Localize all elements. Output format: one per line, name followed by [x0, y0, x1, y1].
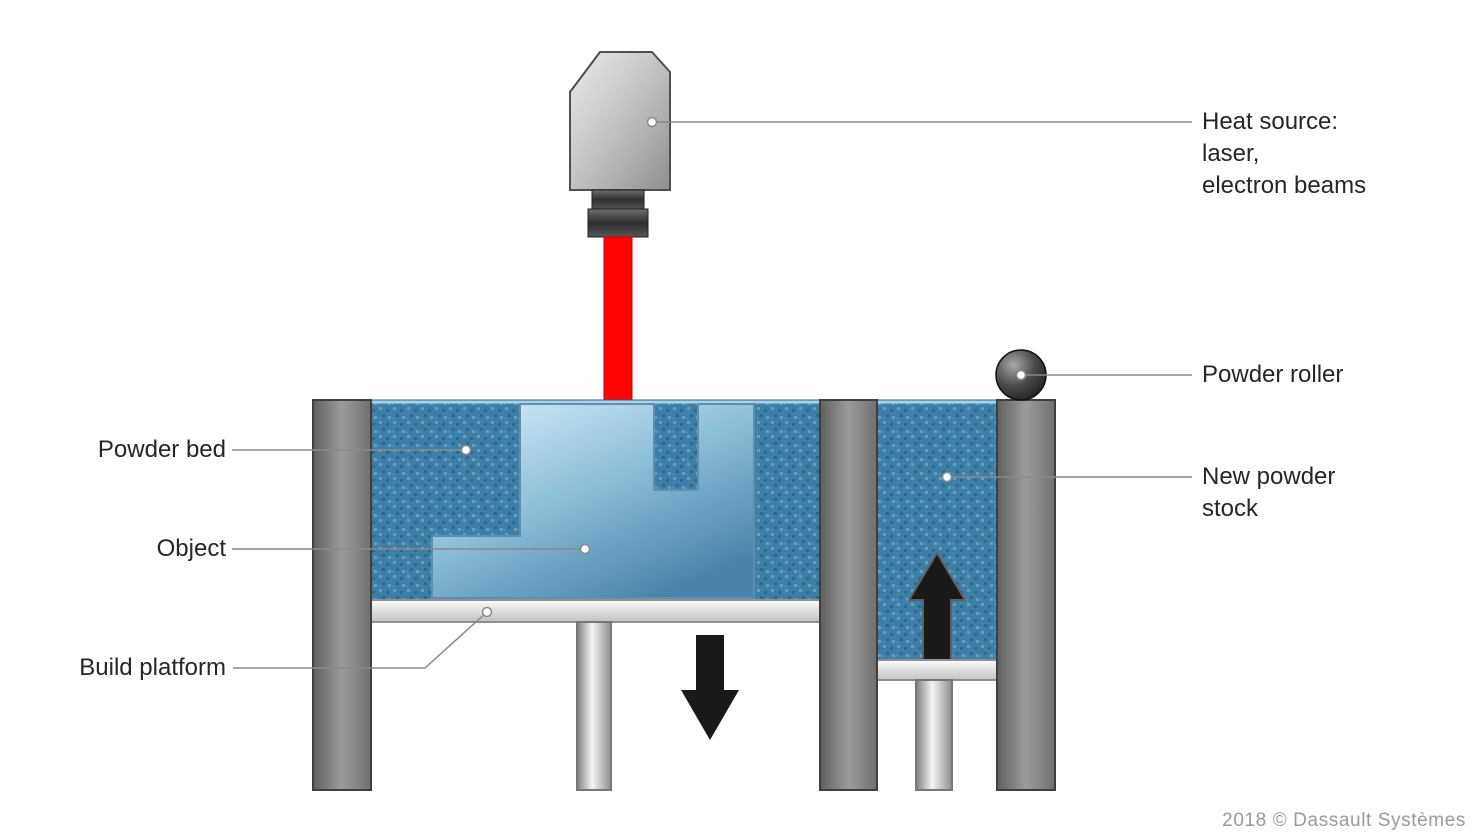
leader-markers — [460, 116, 1027, 618]
right-wall — [996, 399, 1056, 791]
middle-wall — [819, 399, 878, 791]
build-platform-leader — [233, 611, 488, 669]
heat-source-lens — [587, 208, 649, 238]
left-wall — [312, 399, 372, 791]
stock-platform-piston — [915, 679, 953, 791]
down-arrow-icon — [681, 635, 739, 740]
leader-lines — [232, 121, 1192, 669]
new-powder-stock-label: New powder stock — [1202, 461, 1335, 525]
build-platform-piston — [576, 621, 612, 791]
object-label: Object — [156, 535, 226, 562]
powder-roller-label: Powder roller — [1202, 361, 1344, 388]
powder-bed-label: Powder bed — [97, 436, 226, 463]
build-platform-marker — [481, 606, 493, 618]
heat-source-label-line2: laser, — [1202, 140, 1260, 167]
powder-roller-marker — [1015, 369, 1027, 381]
build-platform-label: Build platform — [79, 654, 226, 681]
new-powder-stock-label-line2: stock — [1202, 495, 1259, 522]
object-marker — [579, 543, 591, 555]
new-powder-marker — [941, 471, 953, 483]
heat-source-label-line3: electron beams — [1202, 172, 1367, 199]
heat-source-marker — [646, 116, 658, 128]
heat-source-label-line1: Heat source: — [1202, 108, 1339, 135]
heat-source-body — [569, 51, 671, 191]
laser-beam-icon — [603, 236, 633, 404]
heat-source-icon — [569, 51, 671, 238]
stock-platform-shape — [876, 659, 998, 681]
copyright-text: 2018 © Dassault Systèmes — [1222, 810, 1466, 831]
powder-bed-marker — [460, 444, 472, 456]
heat-source-label: Heat source: laser, electron beams — [1202, 106, 1366, 202]
heat-source-neck — [591, 189, 645, 210]
build-platform-shape — [370, 599, 821, 623]
new-powder-stock-label-line1: New powder — [1202, 463, 1336, 490]
